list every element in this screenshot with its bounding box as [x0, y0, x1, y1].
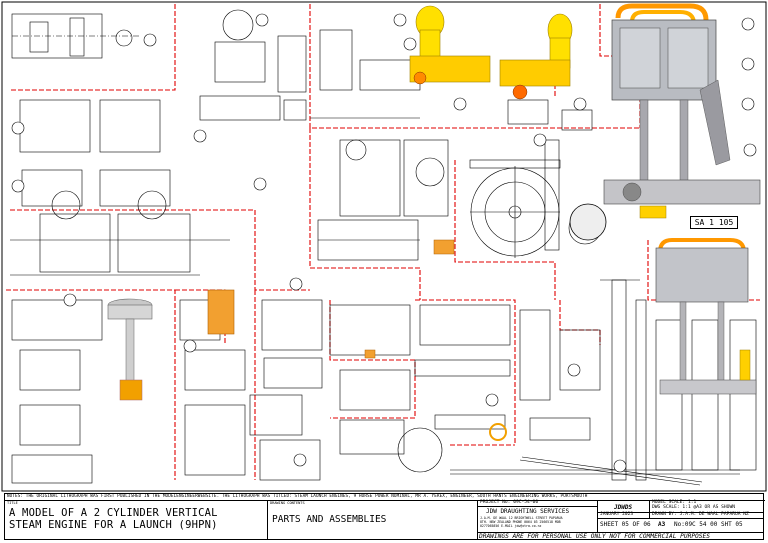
- sheet-size: A3: [658, 521, 666, 528]
- bearing-render: [433, 239, 455, 255]
- title-cell: TITLE A MODEL OF A 2 CYLINDER VERTICAL S…: [5, 500, 268, 539]
- contents-cell: DRAWING CONTENTS PARTS AND ASSEMBLIES: [268, 500, 478, 539]
- sheet-cell: SHEET 05 OF 06 A3 No:09C 54 00 SHT 05: [598, 518, 763, 532]
- disclaimer: DRAWINGS ARE FOR PERSONAL USE ONLY NOT F…: [479, 533, 710, 540]
- company-address-3: 0277065856 E-MAIL jdw@xtra.co.nz: [480, 524, 542, 528]
- ring-render: [489, 423, 507, 441]
- engineering-drawing-area: [1, 1, 767, 492]
- company-address-2: 8TH. NEW ZEALAND PHONE 0064 03 2566518 M…: [480, 520, 561, 524]
- guide-block-render: [207, 289, 235, 335]
- contents-text: PARTS AND ASSEMBLIES: [272, 514, 387, 525]
- drawing-number: No:09C 54 00 SHT 05: [674, 521, 743, 528]
- title-block: NOTES: THE ORIGINAL LITHOGRAPH WAS FIRST…: [4, 493, 765, 540]
- title-line-2: STEAM ENGINE FOR A LAUNCH (9HPN): [9, 519, 218, 531]
- sheet-number: SHEET 05 OF 06: [600, 521, 651, 528]
- feed-pump-render: [409, 5, 573, 100]
- engine-side-render: [655, 238, 757, 395]
- contents-label: DRAWING CONTENTS: [270, 501, 305, 505]
- project-cell: PROJECT No: 09C-54-00 JDW DRAUGHTING SER…: [478, 500, 598, 532]
- sub-assembly-tag: SA 1 105: [690, 216, 738, 229]
- dwg-scale: DWG SCALE: 1:1 @A3 OR AS SHOWN: [652, 505, 735, 510]
- model-scale: MODEL SCALE: 1:1: [652, 500, 697, 505]
- engine-assembly-render: [603, 3, 761, 219]
- title-line-1: A MODEL OF A 2 CYLINDER VERTICAL: [9, 507, 218, 519]
- bush-render: [364, 349, 376, 359]
- notes-line: NOTES: THE ORIGINAL LITHOGRAPH WAS FIRST…: [5, 494, 765, 501]
- project-number: PROJECT No: 09C-54-00: [480, 500, 539, 505]
- date-text: JANUARY 2023: [600, 512, 634, 517]
- title-label: TITLE: [7, 501, 18, 505]
- company-logo: JDWDS: [614, 504, 633, 511]
- piston-render: [107, 298, 153, 401]
- company-name: JDW DRAUGHTING SERVICES: [486, 508, 570, 515]
- scale-cell: MODEL SCALE: 1:1 DWG SCALE: 1:1 @A3 OR A…: [650, 500, 763, 518]
- company-address-1: J.A.M. DE WAAL 12 BRIGHTWELL STREET PAPA…: [480, 516, 563, 520]
- logo-cell: JDWDS JANUARY 2023: [598, 500, 650, 518]
- drawn-by: DRAWN BY: J.A.M. DE WAAL PAPARUA NZ: [652, 512, 749, 517]
